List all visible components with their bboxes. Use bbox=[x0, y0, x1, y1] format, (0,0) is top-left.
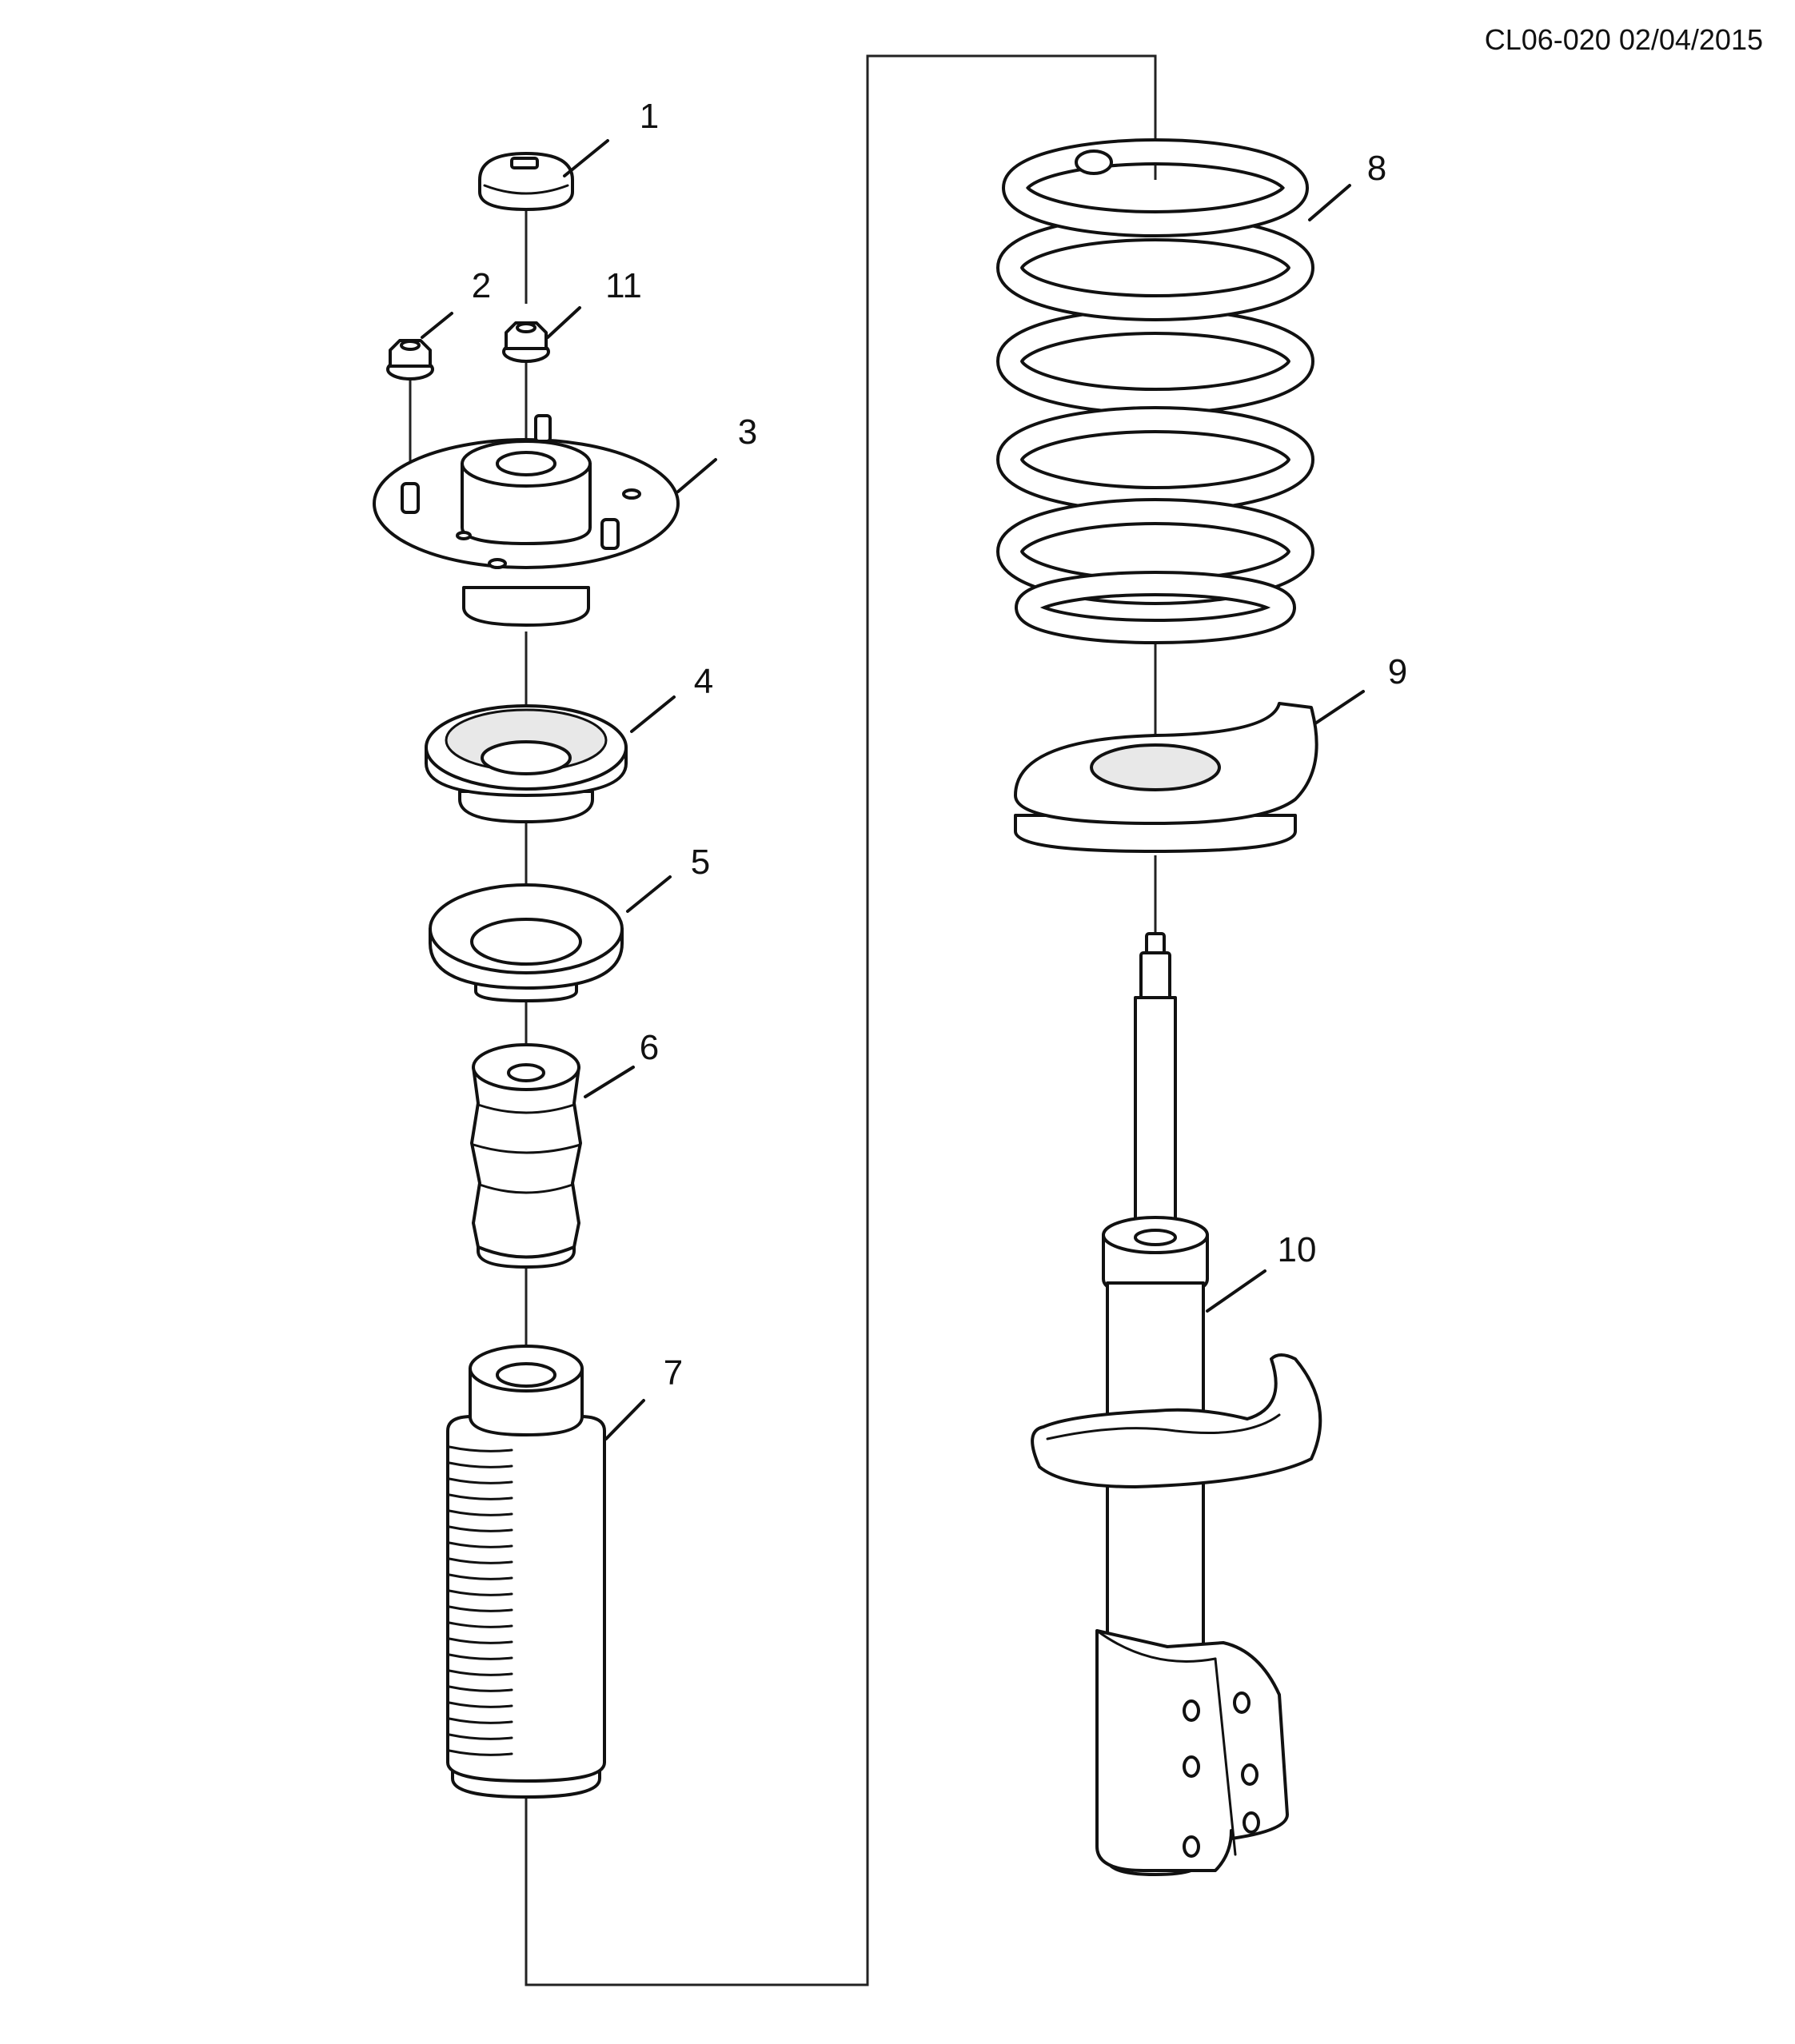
boot-rib bbox=[448, 1589, 513, 1596]
callout-7: 7 bbox=[664, 1353, 683, 1393]
callout-4: 4 bbox=[694, 662, 713, 701]
part-10-shock-absorber bbox=[1031, 932, 1322, 1876]
boot-rib bbox=[448, 1685, 513, 1692]
dust-boot-ribs bbox=[448, 1445, 513, 1756]
boot-rib bbox=[448, 1701, 513, 1708]
boot-rib bbox=[448, 1621, 513, 1628]
part-6-bump-stop bbox=[470, 1043, 582, 1269]
part-3-strut-mount bbox=[373, 414, 680, 627]
callout-9: 9 bbox=[1388, 652, 1407, 691]
assembly-guide-lines bbox=[409, 54, 1157, 1986]
callout-1: 1 bbox=[640, 97, 659, 136]
callout-11: 11 bbox=[605, 266, 642, 305]
callout-6: 6 bbox=[640, 1028, 659, 1067]
part-1-top-cap bbox=[478, 152, 574, 211]
part-8-coil-spring bbox=[996, 138, 1314, 644]
part-4-bearing bbox=[425, 704, 628, 823]
boot-rib bbox=[448, 1637, 513, 1644]
callout-leader-lines bbox=[421, 139, 1365, 1440]
boot-rib bbox=[448, 1605, 513, 1612]
callout-8: 8 bbox=[1367, 149, 1386, 188]
boot-rib bbox=[448, 1749, 513, 1756]
document-reference: CL06-020 02/04/2015 bbox=[1485, 23, 1763, 56]
boot-rib bbox=[448, 1653, 513, 1660]
callout-5: 5 bbox=[691, 843, 710, 882]
boot-rib bbox=[448, 1525, 513, 1532]
boot-rib bbox=[448, 1717, 513, 1724]
boot-rib bbox=[448, 1445, 513, 1452]
boot-rib bbox=[448, 1573, 513, 1580]
callout-labels: 1 2 3 4 5 6 7 8 9 10 11 bbox=[472, 97, 1407, 1393]
callout-2: 2 bbox=[472, 266, 491, 305]
boot-rib bbox=[448, 1733, 513, 1740]
boot-rib bbox=[448, 1493, 513, 1500]
boot-rib bbox=[448, 1541, 513, 1548]
boot-rib bbox=[448, 1477, 513, 1484]
callout-10: 10 bbox=[1278, 1230, 1317, 1269]
part-9-spring-insulator bbox=[1014, 702, 1318, 853]
boot-rib bbox=[448, 1461, 513, 1468]
part-11-nut bbox=[502, 321, 550, 363]
part-5-spring-seat bbox=[429, 883, 624, 1002]
callout-3: 3 bbox=[738, 412, 757, 452]
boot-rib bbox=[448, 1557, 513, 1564]
part-2-nut bbox=[386, 339, 434, 381]
part-7-dust-boot bbox=[446, 1345, 606, 1799]
boot-rib bbox=[448, 1509, 513, 1516]
boot-rib bbox=[448, 1669, 513, 1676]
